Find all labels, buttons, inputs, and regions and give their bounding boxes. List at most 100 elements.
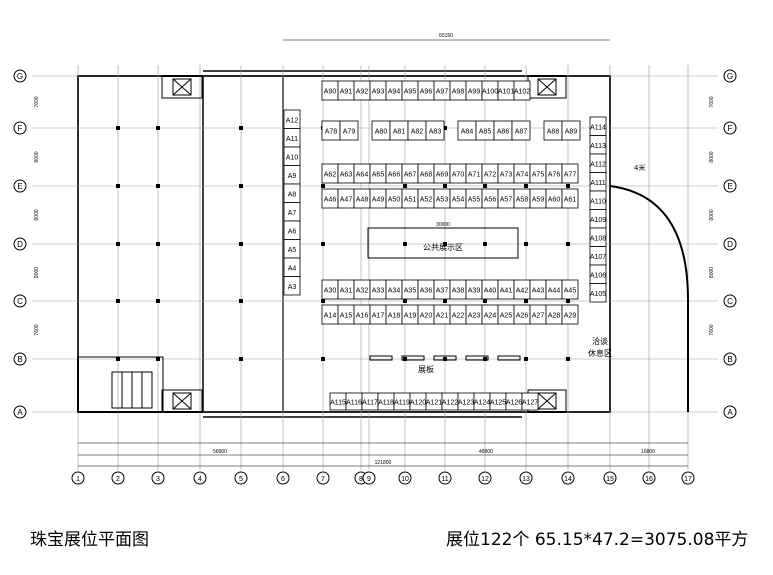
booth-a112[interactable]: A112 xyxy=(589,153,607,173)
booth-a43[interactable]: A43 xyxy=(529,279,547,300)
booth-a67[interactable]: A67 xyxy=(401,163,419,184)
booth-a12[interactable]: A12 xyxy=(283,109,301,129)
booth-a33[interactable]: A33 xyxy=(369,279,387,300)
booth-a54[interactable]: A54 xyxy=(449,188,467,209)
booth-a83[interactable]: A83 xyxy=(425,120,445,141)
booth-a16[interactable]: A16 xyxy=(353,304,371,325)
booth-a85[interactable]: A85 xyxy=(475,120,495,141)
booth-a109[interactable]: A109 xyxy=(589,209,607,229)
booth-a18[interactable]: A18 xyxy=(385,304,403,325)
booth-a87[interactable]: A87 xyxy=(511,120,531,141)
booth-a35[interactable]: A35 xyxy=(401,279,419,300)
booth-a71[interactable]: A71 xyxy=(465,163,483,184)
booth-a25[interactable]: A25 xyxy=(497,304,515,325)
booth-a31[interactable]: A31 xyxy=(337,279,355,300)
booth-a96[interactable]: A96 xyxy=(417,80,435,101)
booth-a40[interactable]: A40 xyxy=(481,279,499,300)
booth-a80[interactable]: A80 xyxy=(371,120,391,141)
booth-a30[interactable]: A30 xyxy=(321,279,339,300)
booth-a51[interactable]: A51 xyxy=(401,188,419,209)
booth-a24[interactable]: A24 xyxy=(481,304,499,325)
booth-a95[interactable]: A95 xyxy=(401,80,419,101)
booth-a120[interactable]: A120 xyxy=(409,392,427,411)
booth-a61[interactable]: A61 xyxy=(561,188,579,209)
booth-a8[interactable]: A8 xyxy=(283,183,301,203)
booth-a117[interactable]: A117 xyxy=(361,392,379,411)
booth-a39[interactable]: A39 xyxy=(465,279,483,300)
booth-a28[interactable]: A28 xyxy=(545,304,563,325)
booth-a55[interactable]: A55 xyxy=(465,188,483,209)
booth-a36[interactable]: A36 xyxy=(417,279,435,300)
booth-a27[interactable]: A27 xyxy=(529,304,547,325)
booth-a98[interactable]: A98 xyxy=(449,80,467,101)
booth-a99[interactable]: A99 xyxy=(465,80,483,101)
booth-a113[interactable]: A113 xyxy=(589,135,607,155)
booth-a34[interactable]: A34 xyxy=(385,279,403,300)
booth-a75[interactable]: A75 xyxy=(529,163,547,184)
booth-a11[interactable]: A11 xyxy=(283,128,301,148)
booth-a63[interactable]: A63 xyxy=(337,163,355,184)
booth-a101[interactable]: A101 xyxy=(497,80,515,101)
booth-a49[interactable]: A49 xyxy=(369,188,387,209)
booth-a116[interactable]: A116 xyxy=(345,392,363,411)
booth-a41[interactable]: A41 xyxy=(497,279,515,300)
booth-a79[interactable]: A79 xyxy=(339,120,359,141)
booth-a19[interactable]: A19 xyxy=(401,304,419,325)
booth-a110[interactable]: A110 xyxy=(589,190,607,210)
booth-a42[interactable]: A42 xyxy=(513,279,531,300)
booth-a106[interactable]: A106 xyxy=(589,264,607,284)
booth-a76[interactable]: A76 xyxy=(545,163,563,184)
booth-a122[interactable]: A122 xyxy=(441,392,459,411)
booth-a93[interactable]: A93 xyxy=(369,80,387,101)
booth-a119[interactable]: A119 xyxy=(393,392,411,411)
booth-a115[interactable]: A115 xyxy=(329,392,347,411)
booth-a9[interactable]: A9 xyxy=(283,165,301,185)
booth-a14[interactable]: A14 xyxy=(321,304,339,325)
booth-a90[interactable]: A90 xyxy=(321,80,339,101)
booth-a3[interactable]: A3 xyxy=(283,276,301,296)
booth-a69[interactable]: A69 xyxy=(433,163,451,184)
booth-a22[interactable]: A22 xyxy=(449,304,467,325)
booth-a50[interactable]: A50 xyxy=(385,188,403,209)
booth-a17[interactable]: A17 xyxy=(369,304,387,325)
booth-a82[interactable]: A82 xyxy=(407,120,427,141)
booth-a100[interactable]: A100 xyxy=(481,80,499,101)
booth-a20[interactable]: A20 xyxy=(417,304,435,325)
booth-a37[interactable]: A37 xyxy=(433,279,451,300)
booth-a127[interactable]: A127 xyxy=(521,392,539,411)
booth-a105[interactable]: A105 xyxy=(589,283,607,303)
booth-a121[interactable]: A121 xyxy=(425,392,443,411)
booth-a5[interactable]: A5 xyxy=(283,239,301,259)
booth-a52[interactable]: A52 xyxy=(417,188,435,209)
booth-a56[interactable]: A56 xyxy=(481,188,499,209)
booth-a124[interactable]: A124 xyxy=(473,392,491,411)
booth-a72[interactable]: A72 xyxy=(481,163,499,184)
booth-a66[interactable]: A66 xyxy=(385,163,403,184)
booth-a70[interactable]: A70 xyxy=(449,163,467,184)
booth-a64[interactable]: A64 xyxy=(353,163,371,184)
booth-a47[interactable]: A47 xyxy=(337,188,355,209)
booth-a62[interactable]: A62 xyxy=(321,163,339,184)
booth-a74[interactable]: A74 xyxy=(513,163,531,184)
booth-a77[interactable]: A77 xyxy=(561,163,579,184)
booth-a59[interactable]: A59 xyxy=(529,188,547,209)
booth-a78[interactable]: A78 xyxy=(321,120,341,141)
booth-a111[interactable]: A111 xyxy=(589,172,607,192)
booth-a88[interactable]: A88 xyxy=(543,120,563,141)
booth-a21[interactable]: A21 xyxy=(433,304,451,325)
booth-a86[interactable]: A86 xyxy=(493,120,513,141)
booth-a6[interactable]: A6 xyxy=(283,220,301,240)
booth-a10[interactable]: A10 xyxy=(283,146,301,166)
booth-a94[interactable]: A94 xyxy=(385,80,403,101)
booth-a89[interactable]: A89 xyxy=(561,120,581,141)
booth-a107[interactable]: A107 xyxy=(589,246,607,266)
booth-a7[interactable]: A7 xyxy=(283,202,301,222)
booth-a102[interactable]: A102 xyxy=(513,80,531,101)
booth-a81[interactable]: A81 xyxy=(389,120,409,141)
booth-a118[interactable]: A118 xyxy=(377,392,395,411)
booth-a92[interactable]: A92 xyxy=(353,80,371,101)
booth-a65[interactable]: A65 xyxy=(369,163,387,184)
booth-a26[interactable]: A26 xyxy=(513,304,531,325)
booth-a32[interactable]: A32 xyxy=(353,279,371,300)
booth-a29[interactable]: A29 xyxy=(561,304,579,325)
